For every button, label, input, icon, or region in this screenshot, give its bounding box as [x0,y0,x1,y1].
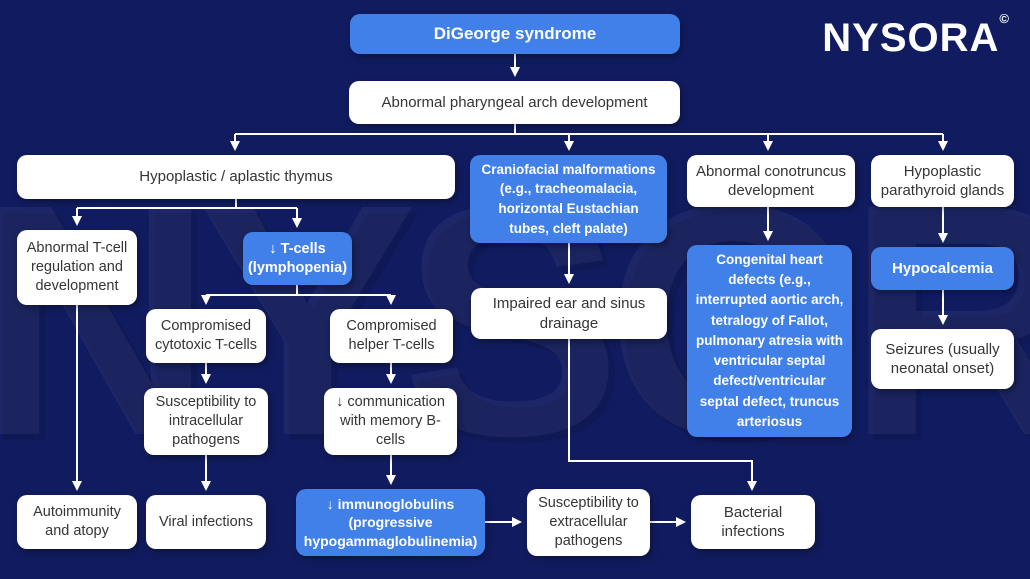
node-congenital-heart-defects: Congenital heart defects (e.g., interrup… [687,245,852,437]
node-label: Seizures (usually neonatal onset) [885,340,1000,378]
node-label: Viral infections [158,513,254,530]
node-label: Craniofacial malformations (e.g., trache… [481,161,656,236]
node-susceptibility-intracellular: Susceptibility to intracellular pathogen… [144,388,268,455]
node-craniofacial-malformations: Craniofacial malformations (e.g., trache… [470,155,667,243]
node-label: Congenital heart defects (e.g., interrup… [695,251,844,429]
node-label: Abnormal conotruncus development [695,162,847,200]
node-label: Bacterial infections [721,503,785,541]
nysora-logo: NYSORA© [822,12,1010,58]
node-label: Susceptibility to intracellular pathogen… [155,394,257,448]
node-digeorge-syndrome: DiGeorge syndrome [350,14,680,54]
node-viral-infections: Viral infections [146,495,266,549]
node-label: ↓ immunoglobulins (progressive hypogamma… [303,496,478,549]
node-label: ↓ T-cells (lymphopenia) [247,240,348,276]
node-impaired-ear-sinus-drainage: Impaired ear and sinus drainage [471,288,667,339]
node-autoimmunity-atopy: Autoimmunity and atopy [17,495,137,549]
node-compromised-cytotoxic-tcells: Compromised cytotoxic T-cells [146,309,266,363]
node-low-communication-memory-bcells: ↓ communication with memory B-cells [324,388,457,455]
node-label: Hypoplastic / aplastic thymus [139,168,333,186]
node-hypoplastic-parathyroid: Hypoplastic parathyroid glands [871,155,1014,207]
node-low-immunoglobulins: ↓ immunoglobulins (progressive hypogamma… [296,489,485,556]
node-label: Susceptibility to extracellular pathogen… [538,495,639,549]
node-label: Compromised helper T-cells [346,318,437,353]
node-hypoplastic-aplastic-thymus: Hypoplastic / aplastic thymus [17,155,455,199]
node-bacterial-infections: Bacterial infections [691,495,815,549]
node-tcell-regulation: Abnormal T-cell regulation and developme… [17,230,137,305]
node-label: Hypoplastic parathyroid glands [880,162,1005,200]
node-label: Compromised cytotoxic T-cells [154,318,258,353]
node-label: Autoimmunity and atopy [33,504,121,539]
node-label: Impaired ear and sinus drainage [492,295,646,332]
node-abnormal-pharyngeal-arch: Abnormal pharyngeal arch development [349,81,680,124]
node-compromised-helper-tcells: Compromised helper T-cells [330,309,453,363]
copyright-symbol: © [999,11,1010,26]
node-hypocalcemia: Hypocalcemia [871,247,1014,290]
node-susceptibility-extracellular: Susceptibility to extracellular pathogen… [527,489,650,556]
node-label: DiGeorge syndrome [433,23,597,43]
node-low-tcells-lymphopenia: ↓ T-cells (lymphopenia) [243,232,352,285]
nysora-logo-text: NYSORA [822,16,1000,60]
node-seizures: Seizures (usually neonatal onset) [871,329,1014,389]
node-abnormal-conotruncus: Abnormal conotruncus development [687,155,855,207]
node-label: Abnormal pharyngeal arch development [381,93,648,111]
node-label: Abnormal T-cell regulation and developme… [26,240,128,294]
node-label: Hypocalcemia [892,259,993,277]
node-label: ↓ communication with memory B-cells [336,394,445,448]
